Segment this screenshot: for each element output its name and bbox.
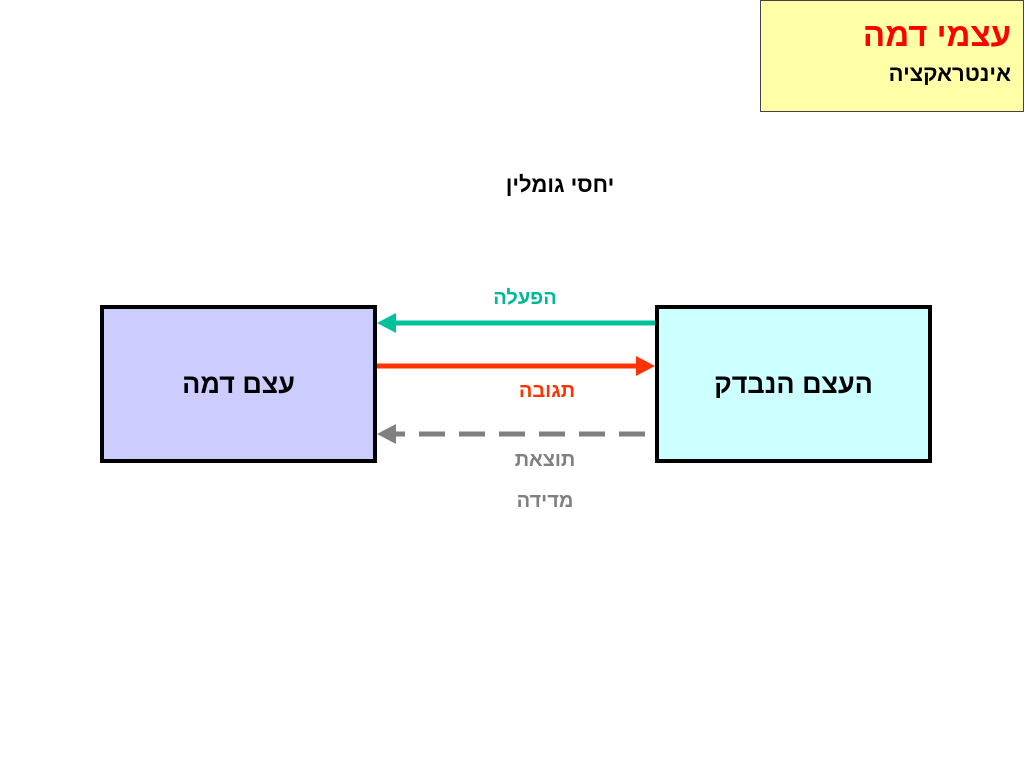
response-label: תגובה	[518, 380, 576, 402]
tested-object-label: העצם הנבדק	[714, 368, 873, 399]
measurement-arrow	[377, 424, 645, 444]
slide-subtitle: אינטראקציה	[888, 61, 1011, 86]
response-arrow	[377, 356, 655, 376]
tested-object-box: העצם הנבדק	[655, 305, 932, 463]
slide-title: עצמי דמה	[862, 16, 1011, 53]
diagram-heading: יחסי גומלין	[505, 172, 615, 197]
measurement-label-line2: מדידה	[516, 490, 574, 512]
dummy-object-box: עצם דמה	[100, 305, 377, 463]
dummy-object-label: עצם דמה	[182, 368, 295, 399]
action-label: הפעלה	[493, 287, 557, 309]
title-box: עצמי דמה אינטראקציה	[760, 0, 1024, 112]
action-arrow	[377, 313, 655, 333]
measurement-label-line1: תוצאת	[514, 449, 576, 471]
